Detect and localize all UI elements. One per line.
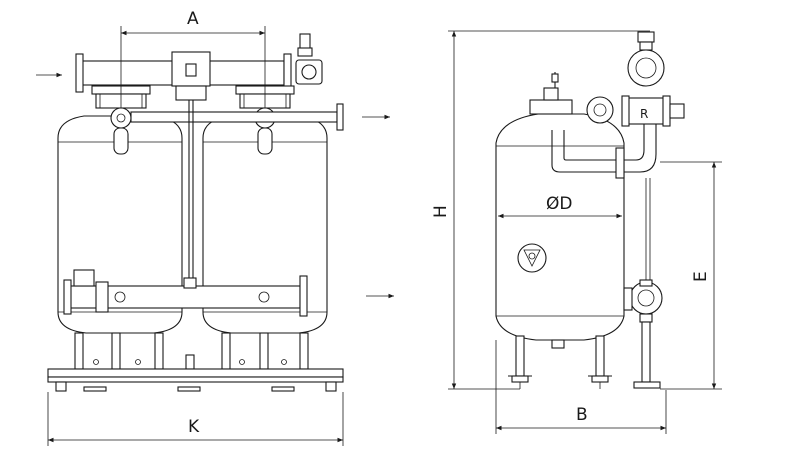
dimension-h: H [431, 30, 650, 390]
side-view: H [431, 30, 722, 434]
dimension-d-label: ØD [546, 194, 572, 214]
solenoid-valve [295, 33, 323, 85]
controller-box [171, 51, 211, 101]
handhole [517, 243, 547, 273]
dimension-d: ØD [498, 194, 622, 219]
top-vent [529, 72, 573, 115]
dimension-k-label: K [188, 417, 200, 437]
side-control-rod [645, 178, 651, 284]
dimension-e-label: E [691, 271, 711, 282]
riser-pipe [551, 130, 620, 173]
tank-legs [74, 332, 309, 370]
dimension-a: A [120, 9, 266, 108]
lower-valve [623, 279, 663, 389]
dimension-e: E [660, 161, 722, 390]
dimension-b-label: B [576, 405, 588, 425]
outlet-elbow [615, 112, 657, 179]
front-view: A K [36, 9, 394, 446]
svg-text:R: R [640, 107, 648, 121]
dimension-a-label: A [187, 9, 199, 29]
outlet-pipe [130, 103, 344, 131]
dimension-k: K [47, 392, 344, 446]
top-valve-cluster: R [586, 31, 685, 127]
dimension-h-label: H [431, 205, 451, 218]
control-rod [188, 100, 194, 278]
base-frame [47, 359, 344, 392]
dimension-b: B [495, 340, 667, 434]
drain-manifold [63, 269, 308, 317]
side-tank [495, 113, 625, 349]
side-tank-legs [508, 335, 612, 389]
